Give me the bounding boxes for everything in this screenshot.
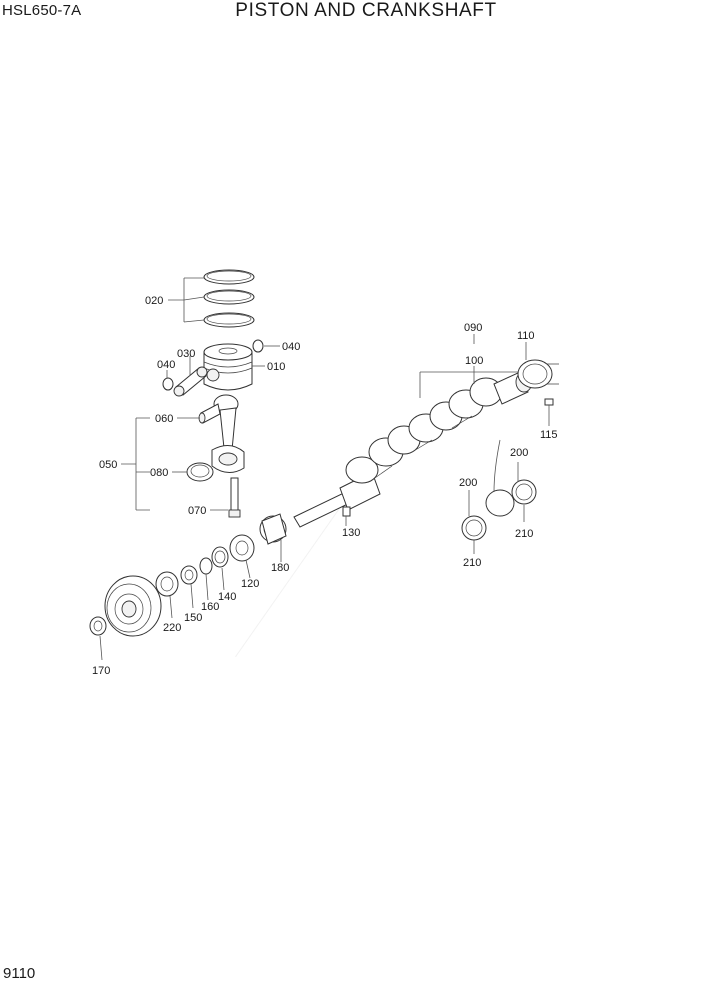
callout-070: 070 — [188, 505, 206, 517]
leader-170 — [99, 635, 103, 661]
snap-ring-left — [162, 377, 174, 391]
callout-100: 100 — [465, 355, 483, 367]
callout-150: 150 — [184, 612, 202, 624]
callout-115: 115 — [540, 429, 558, 441]
connecting-rod — [211, 394, 245, 473]
callout-220: 220 — [163, 622, 181, 634]
main-bearing-ring — [517, 359, 559, 389]
page-number: 9110 — [3, 965, 36, 982]
callout-020: 020 — [145, 295, 163, 307]
watermark — [235, 492, 351, 658]
washer — [211, 546, 229, 568]
collar — [180, 565, 198, 585]
callout-010: 010 — [267, 361, 285, 373]
callout-210-right: 210 — [515, 528, 533, 540]
callout-040-left: 040 — [157, 359, 175, 371]
callout-040-right: 040 — [282, 341, 300, 353]
piston — [203, 343, 253, 391]
leader-020 — [168, 277, 205, 323]
model-code: HSL650-7A — [2, 2, 82, 19]
crank-gear — [259, 513, 287, 545]
leader-120 — [245, 559, 251, 579]
rod-bolt — [228, 477, 241, 518]
crank-pulley — [104, 575, 162, 637]
callout-180: 180 — [271, 562, 289, 574]
callout-140: 140 — [218, 591, 236, 603]
callout-120: 120 — [241, 578, 259, 590]
leader-160 — [205, 573, 209, 601]
woodruff-key — [342, 506, 351, 517]
callout-210-left: 210 — [463, 557, 481, 569]
callout-110: 110 — [517, 330, 535, 342]
callout-130: 130 — [342, 527, 360, 539]
callout-060: 060 — [155, 413, 173, 425]
piston-rings — [203, 269, 255, 328]
page-title: PISTON AND CRANKSHAFT — [235, 0, 497, 21]
o-ring — [199, 557, 213, 575]
bushing — [198, 403, 221, 424]
oil-seal — [155, 571, 179, 597]
callout-050: 050 — [99, 459, 117, 471]
callout-080: 080 — [150, 467, 168, 479]
callout-200-right: 200 — [510, 447, 528, 459]
callout-200-left: 200 — [459, 477, 477, 489]
snap-ring-right — [252, 339, 264, 353]
leader-crank-thrust — [493, 439, 501, 493]
leader-150 — [190, 583, 194, 609]
dowel-pin — [544, 398, 554, 406]
leader-140 — [221, 567, 225, 591]
thrust-washer-left — [461, 515, 487, 541]
thrust-bearing-right — [485, 479, 537, 517]
leader-220 — [169, 595, 173, 619]
pulley-nut — [89, 616, 107, 636]
timing-gear — [229, 534, 255, 562]
callout-090: 090 — [464, 322, 482, 334]
callout-160: 160 — [201, 601, 219, 613]
rod-bearing — [186, 462, 214, 482]
leader-050 — [121, 417, 150, 511]
callout-030: 030 — [177, 348, 195, 360]
callout-170: 170 — [92, 665, 110, 677]
piston-pin — [173, 366, 208, 397]
